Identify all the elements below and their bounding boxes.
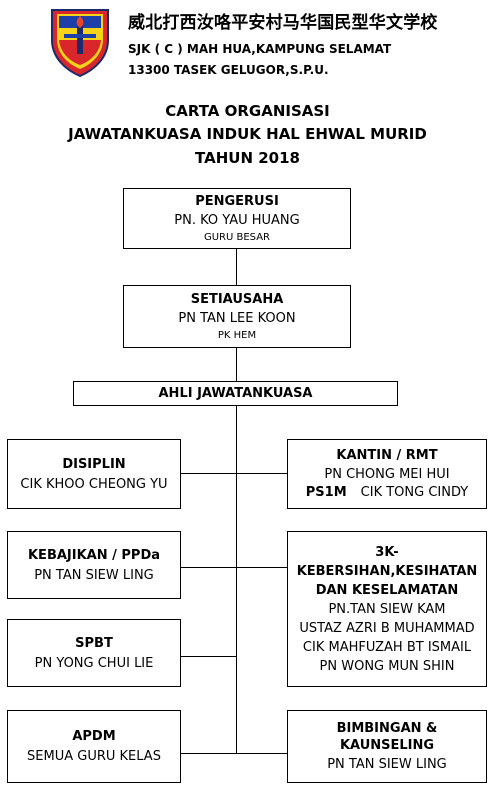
chart-title-line2: JAWATANKUASA INDUK HAL EHWAL MURID <box>68 125 427 143</box>
apdm-role: APDM <box>72 729 116 744</box>
kebajikan-box: KEBAJIKAN / PPDa PN TAN SIEW LING <box>7 531 181 599</box>
ps1m-role: PS1M <box>305 485 347 500</box>
setiausaha-post: PK HEM <box>217 330 257 341</box>
connector-row1 <box>180 473 288 475</box>
disiplin-name: CIK KHOO CHEONG YU <box>20 476 168 492</box>
bimbingan-box: BIMBINGAN & KAUNSELING PN TAN SIEW LING <box>287 710 487 783</box>
tigak-member: USTAZ AZRI B MUHAMMAD <box>299 620 475 636</box>
ahli-jawatankuasa-label: AHLI JAWATANKUASA <box>158 386 313 401</box>
kantin-role: KANTIN / RMT <box>336 448 438 463</box>
school-logo <box>44 6 116 82</box>
pengerusi-name: PN. KO YAU HUANG <box>174 213 300 228</box>
connector-trunk <box>236 405 238 753</box>
school-name-malay: SJK ( C ) MAH HUA,KAMPUNG SELAMAT <box>128 42 392 56</box>
connector-setiausaha-ahli <box>236 347 238 382</box>
tigak-role-line1: 3K- <box>375 544 399 560</box>
spbt-role: SPBT <box>75 635 113 651</box>
school-address: 13300 TASEK GELUGOR,S.P.U. <box>128 63 329 77</box>
disiplin-box: DISIPLIN CIK KHOO CHEONG YU <box>7 439 181 509</box>
kebajikan-role: KEBAJIKAN / PPDa <box>27 547 161 563</box>
apdm-box: APDM SEMUA GURU KELAS <box>7 710 181 783</box>
setiausaha-name: PN TAN LEE KOON <box>178 311 296 326</box>
apdm-name: SEMUA GURU KELAS <box>27 749 161 764</box>
pengerusi-post: GURU BESAR <box>203 232 270 243</box>
tigak-box: 3K- KEBERSIHAN,KESIHATAN DAN KESELAMATAN… <box>287 531 487 687</box>
chart-title-line1: CARTA ORGANISASI <box>165 102 330 120</box>
spbt-box: SPBT PN YONG CHUI LIE <box>7 619 181 687</box>
setiausaha-box: SETIAUSAHA PN TAN LEE KOON PK HEM <box>123 285 351 348</box>
connector-row3 <box>180 656 237 658</box>
connector-pengerusi-setiausaha <box>236 248 238 286</box>
bimbingan-role-line1: BIMBINGAN & <box>336 721 438 736</box>
connector-row4 <box>180 753 288 755</box>
connector-row2 <box>180 567 288 569</box>
tigak-role-line3: DAN KESELAMATAN <box>315 582 459 598</box>
kantin-box: KANTIN / RMT PN CHONG MEI HUI PS1M CIK T… <box>287 439 487 509</box>
pengerusi-box: PENGERUSI PN. KO YAU HUANG GURU BESAR <box>123 188 351 249</box>
bimbingan-name: PN TAN SIEW LING <box>327 757 447 772</box>
kebajikan-name: PN TAN SIEW LING <box>34 567 154 583</box>
kantin-name: PN CHONG MEI HUI <box>324 467 450 482</box>
setiausaha-role: SETIAUSAHA <box>190 292 284 307</box>
school-name-chinese: 威北打西汝咯平安村马华国民型华文学校 <box>128 13 438 33</box>
tigak-member: PN.TAN SIEW KAM <box>328 601 446 617</box>
chart-title-line3: TAHUN 2018 <box>195 149 300 167</box>
disiplin-role: DISIPLIN <box>62 456 126 472</box>
tigak-member: PN WONG MUN SHIN <box>319 658 455 674</box>
tigak-role-line2: KEBERSIHAN,KESIHATAN <box>296 563 478 579</box>
ps1m-name: CIK TONG CINDY <box>360 485 469 500</box>
bimbingan-role-line2: KAUNSELING <box>339 738 435 753</box>
spbt-name: PN YONG CHUI LIE <box>34 655 154 671</box>
ahli-jawatankuasa-box: AHLI JAWATANKUASA <box>73 381 398 406</box>
pengerusi-role: PENGERUSI <box>195 194 279 209</box>
tigak-member: CIK MAHFUZAH BT ISMAIL <box>302 639 472 655</box>
